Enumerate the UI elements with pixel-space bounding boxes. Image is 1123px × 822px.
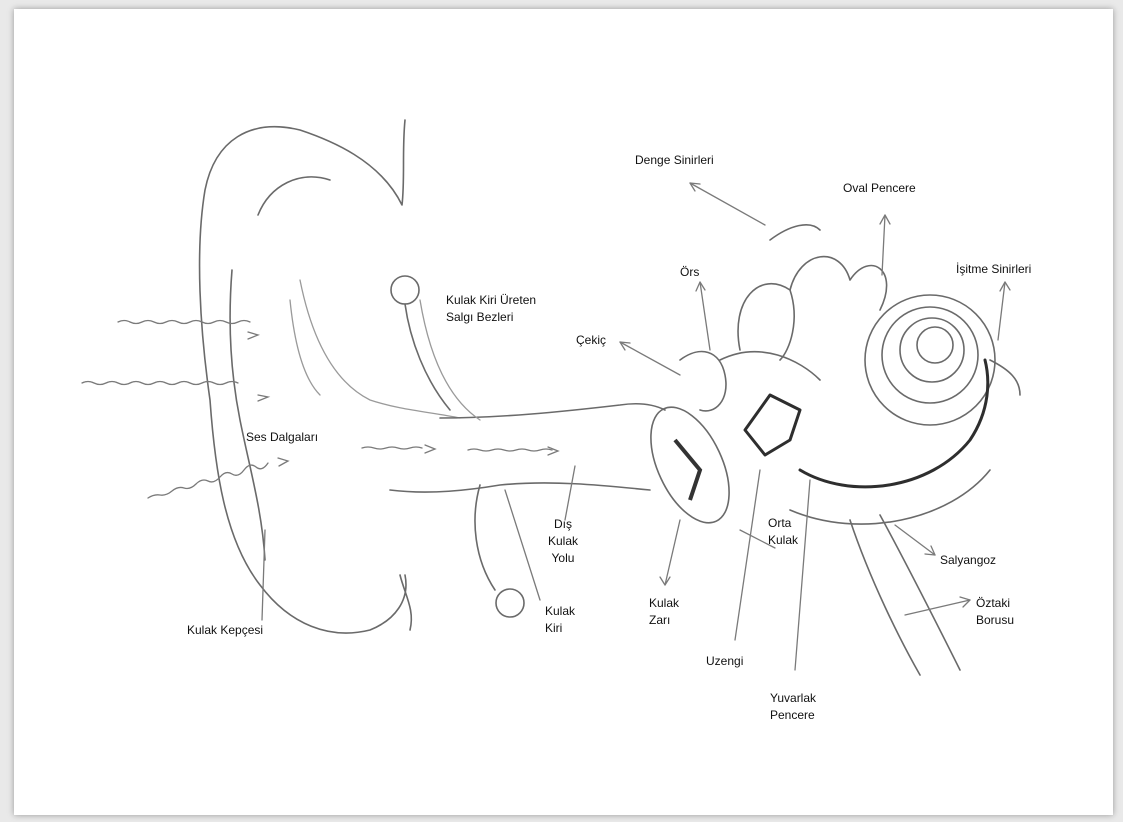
label-cekic: Çekiç [576,332,606,349]
label-pointers [262,183,1010,670]
label-ors: Örs [680,264,699,281]
cochlea-sketch [790,295,1020,524]
label-dis-kulak-yolu-line1: Dış [546,516,580,533]
ear-canal-sketch [390,276,665,617]
label-yuvarlak-pencere-line1: Yuvarlak [770,690,816,707]
label-kulak-kepcesi: Kulak Kepçesi [187,622,263,639]
sound-wave-arrows [82,321,558,499]
pinna-sketch [200,120,460,633]
label-kulak-kiri-line1: Kulak [545,603,575,620]
label-orta-kulak-line2: Kulak [768,532,798,549]
label-salyangoz: Salyangoz [940,552,996,569]
label-kulak-kiri-ureten-line2: Salgı Bezleri [446,309,513,326]
eustachian-tube-sketch [850,515,960,675]
middle-ear-sketch [635,352,820,535]
label-isitme-sinirleri: İşitme Sinirleri [956,261,1031,278]
label-uzengi: Uzengi [706,653,743,670]
label-kulak-zari-line1: Kulak [649,595,679,612]
label-denge-sinirleri: Denge Sinirleri [635,152,714,169]
label-yuvarlak-pencere-line2: Pencere [770,707,815,724]
label-orta-kulak-line1: Orta [768,515,791,532]
label-ses-dalgalari: Ses Dalgaları [246,429,318,446]
label-oztaki-line2: Borusu [976,612,1014,629]
label-kulak-zari-line2: Zarı [649,612,670,629]
label-dis-kulak-yolu-line2: Kulak [546,533,580,550]
label-kulak-kiri-line2: Kiri [545,620,562,637]
label-kulak-kiri-ureten-line1: Kulak Kiri Üreten [446,292,536,309]
semicircular-canals-sketch [738,225,887,360]
label-dis-kulak-yolu-line3: Yolu [546,550,580,567]
label-oval-pencere: Oval Pencere [843,180,916,197]
label-oztaki-line1: Öztaki [976,595,1010,612]
